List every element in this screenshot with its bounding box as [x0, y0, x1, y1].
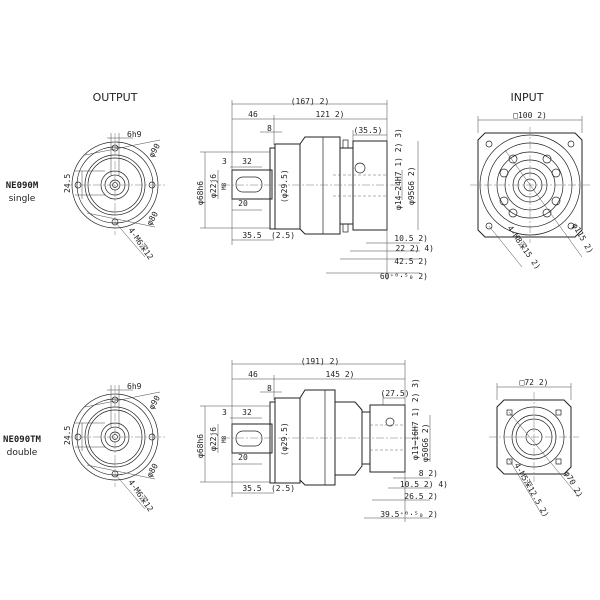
shaft-diameter: φ68h6 [196, 434, 205, 458]
row-double: NE090TM double 6h9 φ90 24.5 φ80 4-M6深12 [3, 357, 585, 522]
recess-diameter: (φ29.5) [280, 169, 289, 203]
overall-length: (167) 2) [291, 97, 330, 106]
side-view [200, 360, 431, 522]
pilot-label: φ80 [145, 462, 160, 479]
key-length: 32 [242, 157, 252, 166]
pcd-label: φ90 [147, 394, 162, 411]
overall-length: (191) 2) [301, 357, 340, 366]
body-length: 145 2) [326, 370, 355, 379]
key-offset: 3 [222, 408, 227, 417]
gap-length: (2.5) [271, 484, 295, 493]
right-dim-1: 10.5 2) [394, 234, 428, 243]
key-width-label: 6h9 [127, 130, 142, 139]
shaft-length: 46 [248, 370, 258, 379]
input-square: □72 2) [520, 378, 549, 387]
key-depth: 20 [238, 453, 248, 462]
input-holes: 4-M5深12.5 2) [512, 462, 550, 519]
right-dim-2: 10.5 2) 4) [400, 480, 448, 489]
key-depth: 20 [238, 199, 248, 208]
side-view [200, 100, 420, 280]
gap-length: (2.5) [271, 231, 295, 240]
offset-label: 24.5 [63, 426, 72, 445]
body-length: 121 2) [316, 110, 345, 119]
key-offset: 3 [222, 157, 227, 166]
input-front-view [470, 116, 590, 268]
right-dim-2: 22 2) 4) [395, 244, 434, 253]
right-dim-3: 42.5 2) [394, 257, 428, 266]
output-front-view [65, 385, 165, 510]
key-width-label: 6h9 [127, 382, 142, 391]
right-dim-1: 8 2) [419, 469, 438, 478]
flange-thickness: 8 [267, 124, 272, 133]
pcd-label: φ90 [147, 142, 162, 159]
row-single: NE090M single 6h9 φ90 24.5 φ80 4-M6深12 [6, 97, 595, 281]
model-name: NE090TM [3, 435, 42, 445]
input-pcd: φ70 2) [562, 470, 584, 500]
output-header: OUTPUT [93, 91, 138, 104]
shaft-total: 35.5 [242, 231, 261, 240]
key-length: 32 [242, 408, 252, 417]
model-name: NE090M [6, 181, 39, 191]
input-pilot: φ50G6 2) [421, 423, 430, 462]
key-thread: M8 [221, 182, 228, 190]
input-front-view [489, 383, 580, 516]
input-header: INPUT [511, 91, 544, 104]
right-dim-4: 60⁺⁰·⁵₀ 2) [380, 272, 428, 281]
pilot-label: φ80 [145, 210, 160, 227]
adapter-length: (27.5) [381, 389, 410, 398]
input-bore: φ11~16H7 1) 2) 3) [411, 378, 420, 460]
shaft-d2: φ22j6 [209, 427, 218, 451]
input-holes: 4-M8深15 2) [505, 224, 542, 271]
input-bore: φ14~24H7 1) 2) 3) [394, 128, 403, 210]
adapter-length: (35.5) [354, 126, 383, 135]
holes-label: 4-M6深12 [126, 478, 155, 514]
model-variant: double [7, 448, 38, 458]
holes-label: 4-M6深12 [126, 226, 155, 262]
model-variant: single [9, 194, 36, 204]
input-pcd: φ115 2) [570, 222, 595, 256]
shaft-d2: φ22j6 [209, 174, 218, 198]
key-thread: M8 [221, 435, 228, 443]
recess-diameter: (φ29.5) [280, 422, 289, 456]
shaft-total: 35.5 [242, 484, 261, 493]
flange-thickness: 8 [267, 384, 272, 393]
right-dim-3: 26.5 2) [404, 492, 438, 501]
shaft-length: 46 [248, 110, 258, 119]
shaft-diameter: φ68h6 [196, 181, 205, 205]
output-front-view [65, 133, 165, 258]
right-dim-4: 39.5⁺⁰·⁵₀ 2) [380, 510, 438, 519]
offset-label: 24.5 [63, 174, 72, 193]
input-pilot: φ95G6 2) [407, 166, 416, 205]
input-square: □100 2) [513, 111, 547, 120]
